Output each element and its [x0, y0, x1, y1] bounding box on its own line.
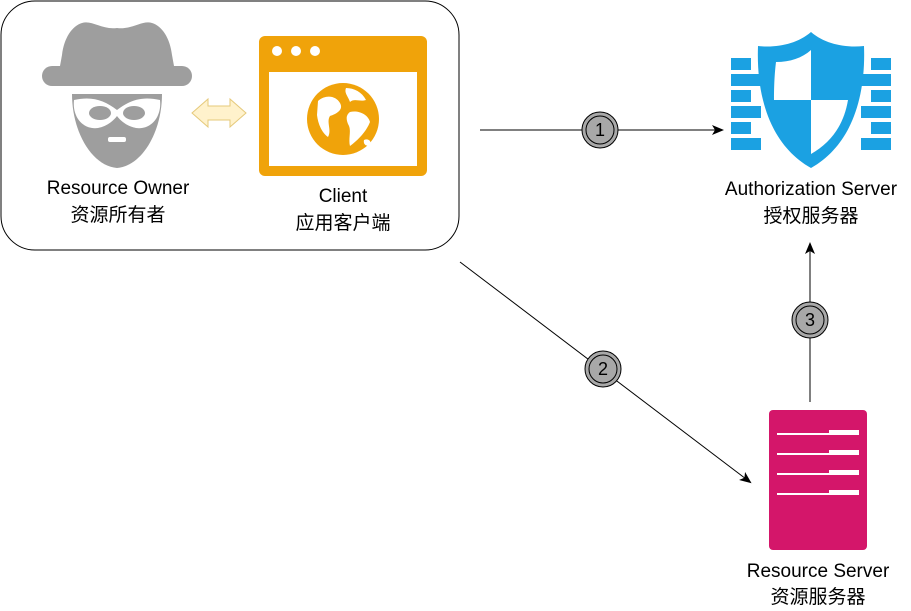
- browser-globe-icon: [259, 36, 427, 176]
- client-label-zh: 应用客户端: [295, 212, 390, 234]
- step-3-number: 3: [805, 310, 815, 330]
- shield-emblem: [774, 50, 811, 100]
- resource-server-label: Resource Server: [747, 561, 890, 582]
- step-2-badge: 2: [584, 350, 622, 388]
- resource-owner-label-zh: 资源所有者: [70, 204, 165, 226]
- resource-owner-label: Resource Owner: [47, 178, 190, 199]
- spy-icon: [42, 22, 192, 168]
- server-icon: [769, 410, 867, 550]
- authorization-server-label-zh: 授权服务器: [763, 205, 858, 227]
- step-1-badge: 1: [581, 111, 619, 149]
- shield-emblem-lower: [811, 100, 848, 154]
- resource-server-label-zh: 资源服务器: [770, 586, 865, 608]
- spy-mask: [73, 98, 161, 129]
- double-arrow-icon: [191, 97, 247, 129]
- client-label: Client: [319, 186, 368, 207]
- step-1-number: 1: [595, 120, 605, 140]
- step-2-number: 2: [598, 359, 608, 379]
- step-3-badge: 3: [791, 301, 829, 339]
- authorization-server-label: Authorization Server: [725, 179, 898, 200]
